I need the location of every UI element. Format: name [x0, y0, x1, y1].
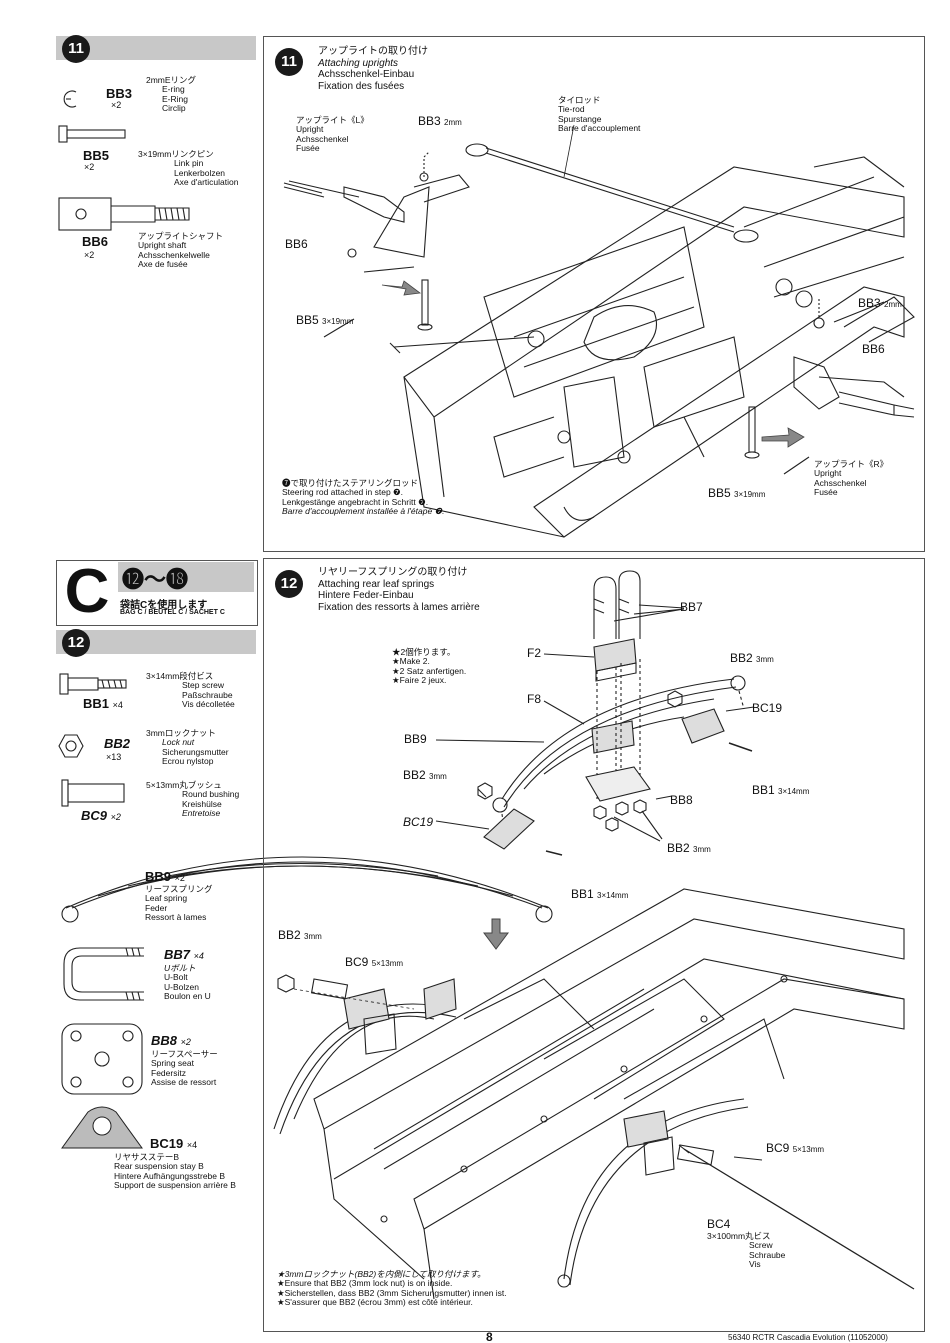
part-code-bb8: BB8 ×2	[151, 1033, 191, 1048]
leaf-spring-icon	[61, 856, 553, 923]
part-code-bb6: BB6	[82, 234, 109, 249]
link-pin-icon	[58, 125, 126, 143]
bag-c-range: ⓬～⓲	[122, 567, 189, 592]
part-code-bb7: BB7 ×4	[164, 947, 204, 962]
spring-seat-icon	[61, 1023, 143, 1095]
page-number: 8	[486, 1331, 493, 1343]
bag-c-letter: C	[64, 557, 110, 626]
part-qty-bb3: ×2	[111, 100, 122, 110]
step-screw-icon	[59, 673, 127, 695]
bc4-desc: 3×100mm丸ビス Screw Schraube Vis	[707, 1231, 786, 1270]
part-desc-bb6: アップライトシャフト Upright shaft Achsschenkelwel…	[138, 231, 224, 270]
lock-nut-icon	[58, 734, 84, 758]
part-desc-bb5: 3×19mmリンクピン Link pin Lenkerbolzen Axe d'…	[138, 149, 239, 188]
label-bb1-a: BB1 3×14mm	[752, 783, 810, 797]
step12-note: ★3mmロックナット(BB2)を内側にして取り付けます。 ★Ensure tha…	[277, 1269, 507, 1308]
step11-panel	[263, 36, 925, 552]
label-bb2-c: BB2 3mm	[667, 841, 711, 855]
label-bc4: BC4	[707, 1217, 731, 1231]
label-bc9-a: BC9 5×13mm	[345, 955, 404, 969]
bag-c-en: BAG C / BEUTEL C / SACHET C	[120, 609, 225, 616]
label-bc19-b: BC19	[403, 815, 434, 829]
upright-r-label: アップライト《R》 Upright Achsschenkel Fusée	[814, 459, 889, 498]
label-bb6-right: BB6	[862, 342, 885, 356]
part-qty-bb5: ×2	[84, 162, 95, 172]
label-bb2-d: BB2 3mm	[278, 928, 322, 942]
part-desc-bc19: リヤサスステーB Rear suspension stay B Hintere …	[114, 1152, 236, 1191]
bag-c-box	[56, 560, 258, 626]
label-bb3-right: BB3 2mm	[858, 296, 902, 310]
step11-badge: 11	[275, 48, 303, 76]
step11-diagram	[283, 124, 915, 538]
part-code-bb1: BB1 ×4	[83, 696, 123, 711]
label-bb1-b: BB1 3×14mm	[571, 887, 629, 901]
label-bb3-left: BB3 2mm	[418, 114, 462, 128]
upright-l-label: アップライト《L》 Upright Achsschenkel Fusée	[296, 115, 369, 154]
bag-c-jp: 袋詰Cを使用します	[120, 600, 208, 611]
label-bb9: BB9	[404, 732, 427, 746]
label-bc19-a: BC19	[752, 701, 783, 715]
part-code-bb2: BB2	[104, 736, 131, 751]
part-code-bb5: BB5	[83, 148, 110, 163]
step12-diagram	[273, 570, 915, 1300]
step12-parts-badge: 12	[62, 629, 90, 657]
bag-c-range-bar	[118, 562, 254, 592]
part-desc-bb7: Uボルト U-Bolt U-Bolzen Boulon en U	[164, 963, 211, 1002]
step11-title: アップライトの取り付け Attaching uprights Achsschen…	[318, 46, 428, 92]
label-bc9-b: BC9 5×13mm	[766, 1141, 825, 1155]
label-f2: F2	[527, 646, 542, 660]
label-bb6-left: BB6	[285, 237, 308, 251]
label-bb7: BB7	[680, 600, 703, 614]
product-code: 56340 RCTR Cascadia Evolution (11052000)	[728, 1333, 888, 1342]
step12-title: リヤリーフスプリングの取り付け Attaching rear leaf spri…	[318, 567, 480, 613]
part-desc-bc9: 5×13mm丸ブッシュ Round bushing Kreishülse Ent…	[146, 780, 240, 819]
label-bb2-a: BB2 3mm	[730, 651, 774, 665]
part-desc-bb9: リーフスプリング Leaf spring Feder Ressort à lam…	[145, 884, 213, 923]
step12-make2: ★2個作ります。 ★Make 2. ★2 Satz anfertigen. ★F…	[392, 647, 467, 686]
part-code-bc19: BC19 ×4	[150, 1136, 198, 1151]
part-qty-bb6: ×2	[84, 250, 95, 260]
step12-badge: 12	[275, 570, 303, 598]
label-f8: F8	[527, 692, 542, 706]
part-qty-bb2: ×13	[106, 752, 122, 762]
part-code-bb3: BB3	[106, 86, 133, 101]
step11-note: ❼で取り付けたステアリングロッド Steering rod attached i…	[282, 478, 445, 517]
label-bb5-right: BB5 3×19mm	[708, 486, 766, 500]
label-bb8: BB8	[670, 793, 693, 807]
part-desc-bb8: リーフスペーサー Spring seat Federsitz Assise de…	[151, 1049, 218, 1088]
upright-shaft-icon	[58, 197, 190, 231]
part-desc-bb2: 3mmロックナット Lock nut Sicherungsmutter Ecro…	[146, 728, 229, 767]
e-ring-icon	[63, 90, 77, 108]
tierod-label: タイロッド Tie-rod Spurstange Barre d'accoupl…	[558, 95, 641, 134]
part-code-bb9: BB9 ×2	[145, 869, 185, 884]
label-bb5-left: BB5 3×19mm	[296, 313, 354, 327]
part-desc-bb3: 2mmEリング E-ring E-Ring Circlip	[146, 75, 197, 114]
u-bolt-icon	[63, 947, 144, 1001]
label-bb2-b: BB2 3mm	[403, 768, 447, 782]
suspension-stay-icon	[61, 1106, 143, 1149]
step11-parts-badge: 11	[62, 35, 90, 63]
step12-panel	[263, 558, 925, 1332]
part-desc-bb1: 3×14mm段付ビス Step screw Paßschraube Vis dé…	[146, 671, 235, 710]
round-bushing-icon	[61, 779, 125, 807]
part-code-bc9: BC9 ×2	[81, 808, 121, 823]
